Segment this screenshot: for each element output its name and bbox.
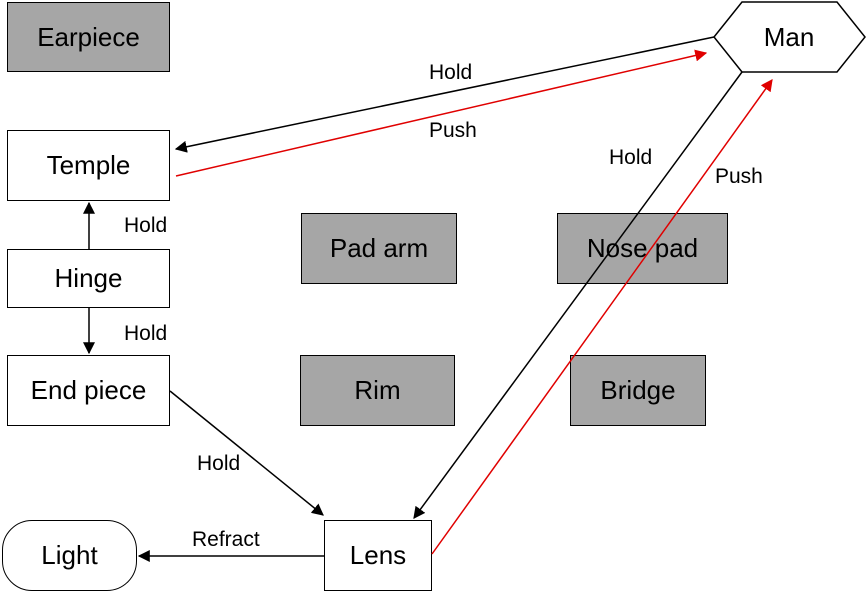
node-pad-arm: Pad arm xyxy=(301,213,457,284)
node-temple: Temple xyxy=(7,130,170,201)
node-lens-label: Lens xyxy=(349,540,407,570)
node-end-piece: End piece xyxy=(7,355,170,426)
node-lens: Lens xyxy=(324,520,432,591)
node-light-label: Light xyxy=(41,540,98,570)
edge-man-to-temple xyxy=(174,36,715,153)
node-rim-label: Rim xyxy=(354,375,401,405)
label-temple-to-man: Push xyxy=(429,119,477,142)
edge-lens-to-man xyxy=(431,79,773,555)
node-bridge: Bridge xyxy=(570,355,706,426)
edge-temple-to-man xyxy=(175,49,708,177)
label-lens-to-light: Refract xyxy=(192,528,260,551)
label-man-to-temple: Hold xyxy=(429,61,472,84)
node-nose-pad: Nose pad xyxy=(557,213,728,284)
node-light: Light xyxy=(2,520,137,591)
node-rim: Rim xyxy=(300,355,455,426)
node-bridge-label: Bridge xyxy=(600,375,676,405)
edge-end-piece-to-lens xyxy=(169,390,324,516)
node-hinge-label: Hinge xyxy=(54,263,123,293)
label-hinge-to-end-piece: Hold xyxy=(124,322,167,345)
node-pad-arm-label: Pad arm xyxy=(329,233,429,263)
label-hinge-to-temple: Hold xyxy=(124,214,167,237)
edge-man-to-lens xyxy=(413,71,743,519)
node-man-label: Man xyxy=(764,22,815,52)
node-temple-label: Temple xyxy=(46,150,131,180)
node-end-piece-label: End piece xyxy=(30,375,147,405)
label-lens-to-man: Push xyxy=(715,165,763,188)
label-man-to-lens: Hold xyxy=(609,146,652,169)
node-hinge: Hinge xyxy=(7,249,170,308)
node-earpiece-label: Earpiece xyxy=(37,21,140,52)
node-earpiece: Earpiece xyxy=(7,2,170,72)
label-end-piece-to-lens: Hold xyxy=(197,452,240,475)
